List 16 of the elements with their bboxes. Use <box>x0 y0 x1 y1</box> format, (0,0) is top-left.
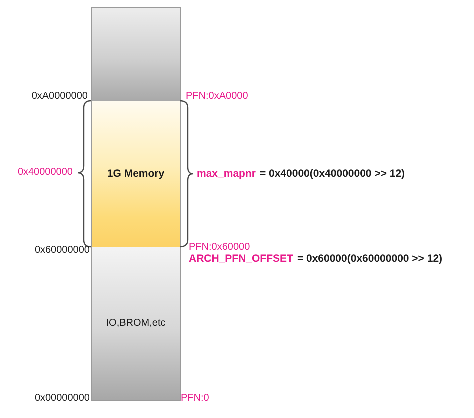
variable-name: ARCH_PFN_OFFSET <box>189 253 294 265</box>
memory-block <box>91 7 181 101</box>
address-label: 0xA0000000 <box>32 91 88 103</box>
value-expression: = 0x40000(0x40000000 >> 12) <box>260 168 406 180</box>
address-label: 0x60000000 <box>34 245 90 257</box>
memory-block <box>91 101 181 247</box>
pfn-label: PFN:0 <box>181 393 210 405</box>
address-label: 0x00000000 <box>34 393 90 405</box>
size-label: 0x40000000 <box>18 167 73 179</box>
block-label: IO,BROM,etc <box>106 318 166 330</box>
block-label: 1G Memory <box>107 168 165 180</box>
value-expression: = 0x60000(0x60000000 >> 12) <box>297 253 443 265</box>
memory-block <box>91 247 181 401</box>
pfn-label: PFN:0x60000 <box>189 242 250 254</box>
variable-name: max_mapnr <box>197 168 256 180</box>
pfn-label: PFN:0xA0000 <box>186 91 248 103</box>
